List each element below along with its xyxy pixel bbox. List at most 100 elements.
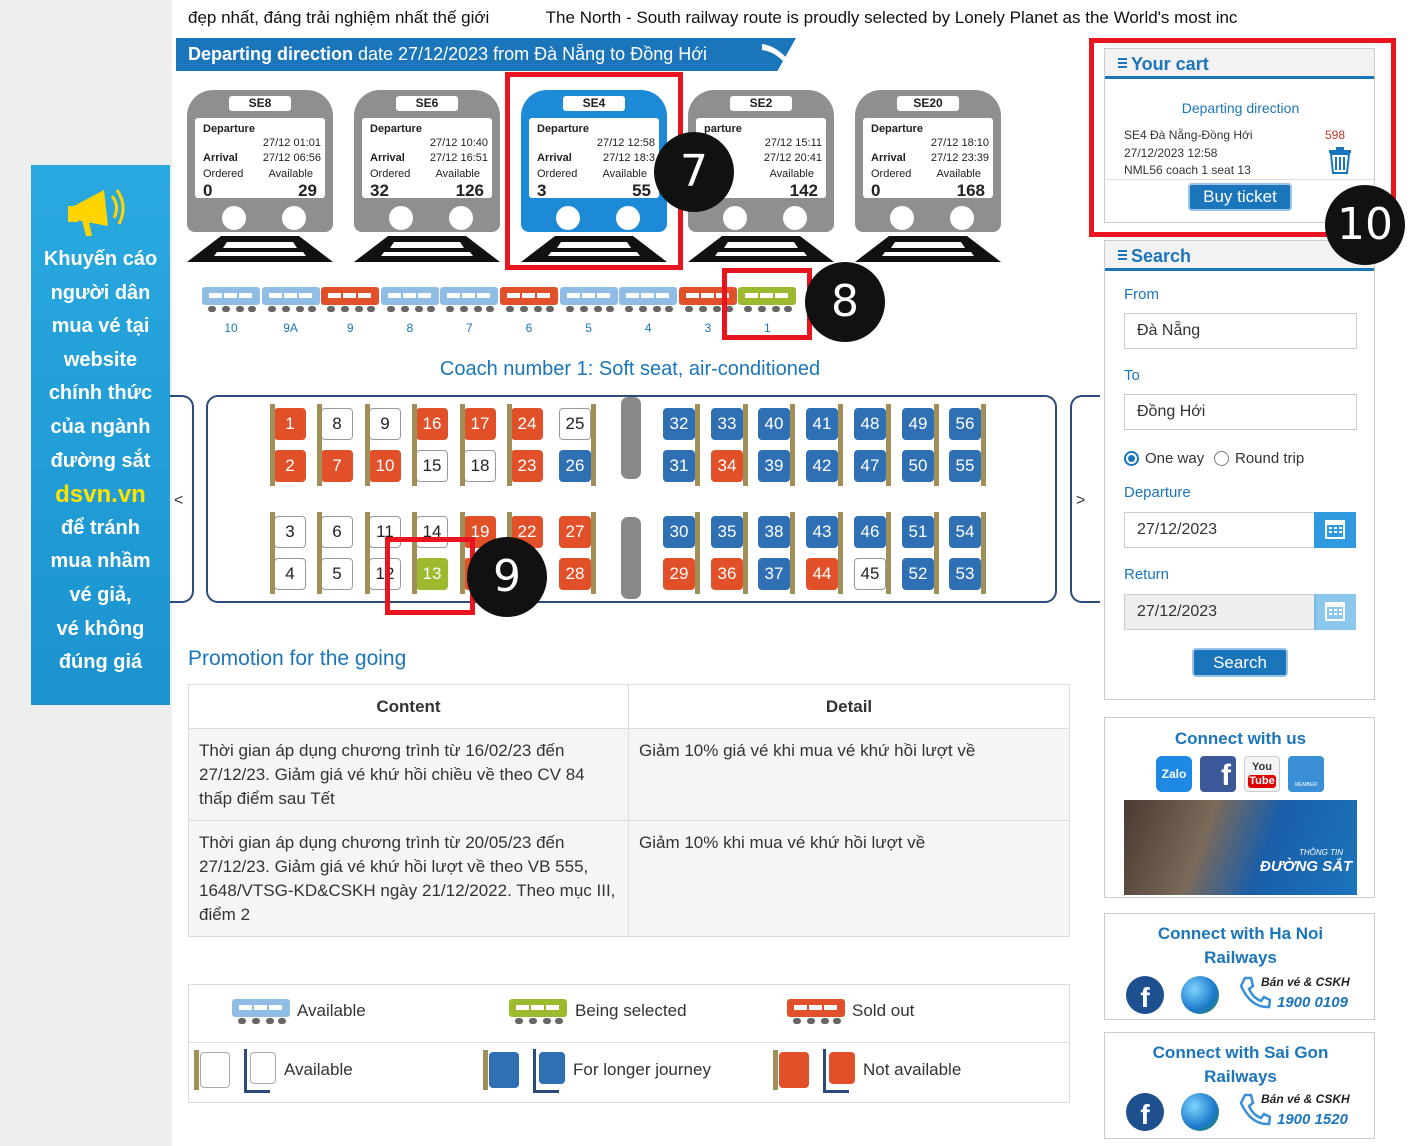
seat-39[interactable]: 39 (758, 450, 790, 482)
coach-10[interactable] (202, 287, 260, 317)
seat-41[interactable]: 41 (806, 408, 838, 440)
prev-coach-button[interactable]: < (174, 492, 184, 509)
seat-56[interactable]: 56 (949, 408, 981, 440)
seat-23[interactable]: 23 (511, 450, 543, 482)
seat-31[interactable]: 31 (663, 450, 695, 482)
seat-53[interactable]: 53 (949, 558, 981, 590)
seat-8[interactable]: 8 (321, 408, 353, 440)
legend-seat-side (533, 1049, 536, 1093)
seat-38[interactable]: 38 (758, 516, 790, 548)
trash-icon[interactable] (1325, 145, 1355, 175)
zalo-icon[interactable]: Zalo (1156, 756, 1192, 792)
saigon-hotline[interactable]: 1900 1520 (1277, 1111, 1348, 1128)
hanoi-hotline[interactable]: 1900 0109 (1277, 994, 1348, 1011)
seat-35[interactable]: 35 (711, 516, 743, 548)
next-coach-button[interactable]: > (1076, 492, 1086, 509)
buy-ticket-button[interactable]: Buy ticket (1188, 183, 1292, 211)
coach-8[interactable] (380, 287, 439, 317)
coach-wheel (248, 306, 256, 312)
seat-27[interactable]: 27 (559, 516, 591, 548)
seat-15[interactable]: 15 (416, 450, 448, 482)
seat-3[interactable]: 3 (274, 516, 306, 548)
from-field[interactable]: Đà Nẵng (1124, 313, 1357, 349)
globe-icon[interactable] (1181, 976, 1219, 1014)
return-date-field[interactable]: 27/12/2023 (1124, 594, 1316, 630)
seat-32[interactable]: 32 (663, 408, 695, 440)
seat-2[interactable]: 2 (274, 450, 306, 482)
coach-6[interactable] (500, 287, 558, 317)
seat-9[interactable]: 9 (369, 408, 401, 440)
coach-4[interactable] (619, 287, 678, 317)
seat-4[interactable]: 4 (274, 558, 306, 590)
seat-6[interactable]: 6 (321, 516, 353, 548)
seat-14[interactable]: 14 (416, 516, 448, 548)
seat-36[interactable]: 36 (711, 558, 743, 590)
seat-25[interactable]: 25 (559, 408, 591, 440)
seat-55[interactable]: 55 (949, 450, 981, 482)
seat-47[interactable]: 47 (854, 450, 886, 482)
member-icon[interactable]: MEMBER (1288, 756, 1324, 792)
seat-16[interactable]: 16 (416, 408, 448, 440)
seat-24[interactable]: 24 (511, 408, 543, 440)
calendar-icon[interactable] (1314, 512, 1356, 548)
seat-46[interactable]: 46 (854, 516, 886, 548)
one-way-label: One way (1145, 450, 1205, 467)
seat-26[interactable]: 26 (559, 450, 591, 482)
seat-30[interactable]: 30 (663, 516, 695, 548)
seat-17[interactable]: 17 (464, 408, 496, 440)
railway-news-banner[interactable]: THÔNG TIN ĐƯỜNG SẮT (1124, 800, 1357, 895)
seat-52[interactable]: 52 (902, 558, 934, 590)
seat-48[interactable]: 48 (854, 408, 886, 440)
train-field-value: 27/12 06:56 (262, 152, 321, 164)
seat-1[interactable]: 1 (274, 408, 306, 440)
one-way-radio[interactable] (1124, 451, 1139, 466)
cart-item-seat: NML56 coach 1 seat 13 (1124, 163, 1251, 177)
globe-icon[interactable] (1181, 1093, 1219, 1131)
seat-33[interactable]: 33 (711, 408, 743, 440)
seat-45[interactable]: 45 (854, 558, 886, 590)
round-trip-radio[interactable] (1214, 451, 1229, 466)
facebook-icon[interactable]: f (1126, 976, 1164, 1014)
seat-backrest (743, 512, 748, 594)
seat-37[interactable]: 37 (758, 558, 790, 590)
seat-10[interactable]: 10 (369, 450, 401, 482)
coach-wheel (807, 1018, 815, 1024)
search-button[interactable]: Search (1192, 648, 1288, 677)
facebook-icon[interactable]: f (1126, 1093, 1164, 1131)
seat-18[interactable]: 18 (464, 450, 496, 482)
hanoi-title: Connect with Ha Noi (1157, 924, 1324, 943)
seat-44[interactable]: 44 (806, 558, 838, 590)
promo-content: Thời gian áp dụng chương trình từ 20/05/… (188, 820, 629, 937)
seat-13[interactable]: 13 (416, 558, 448, 590)
seat-5[interactable]: 5 (321, 558, 353, 590)
seat-51[interactable]: 51 (902, 516, 934, 548)
coach-9a[interactable] (261, 287, 320, 317)
seat-29[interactable]: 29 (663, 558, 695, 590)
train-field-label: Arrival (871, 152, 906, 164)
seat-28[interactable]: 28 (559, 558, 591, 590)
seat-40[interactable]: 40 (758, 408, 790, 440)
departure-date-field[interactable]: 27/12/2023 (1124, 512, 1316, 548)
seat-42[interactable]: 42 (806, 450, 838, 482)
seat-34[interactable]: 34 (711, 450, 743, 482)
coach-7[interactable] (440, 287, 499, 317)
seat-49[interactable]: 49 (902, 408, 934, 440)
seat-54[interactable]: 54 (949, 516, 981, 548)
coach-5[interactable] (559, 287, 618, 317)
facebook-icon[interactable]: f (1200, 756, 1236, 792)
coach-1[interactable] (738, 287, 797, 317)
to-field[interactable]: Đồng Hới (1124, 394, 1357, 430)
seat-43[interactable]: 43 (806, 516, 838, 548)
seat-7[interactable]: 7 (321, 450, 353, 482)
coach-9[interactable] (321, 287, 380, 317)
seat-50[interactable]: 50 (902, 450, 934, 482)
calendar-icon[interactable] (1314, 594, 1356, 630)
